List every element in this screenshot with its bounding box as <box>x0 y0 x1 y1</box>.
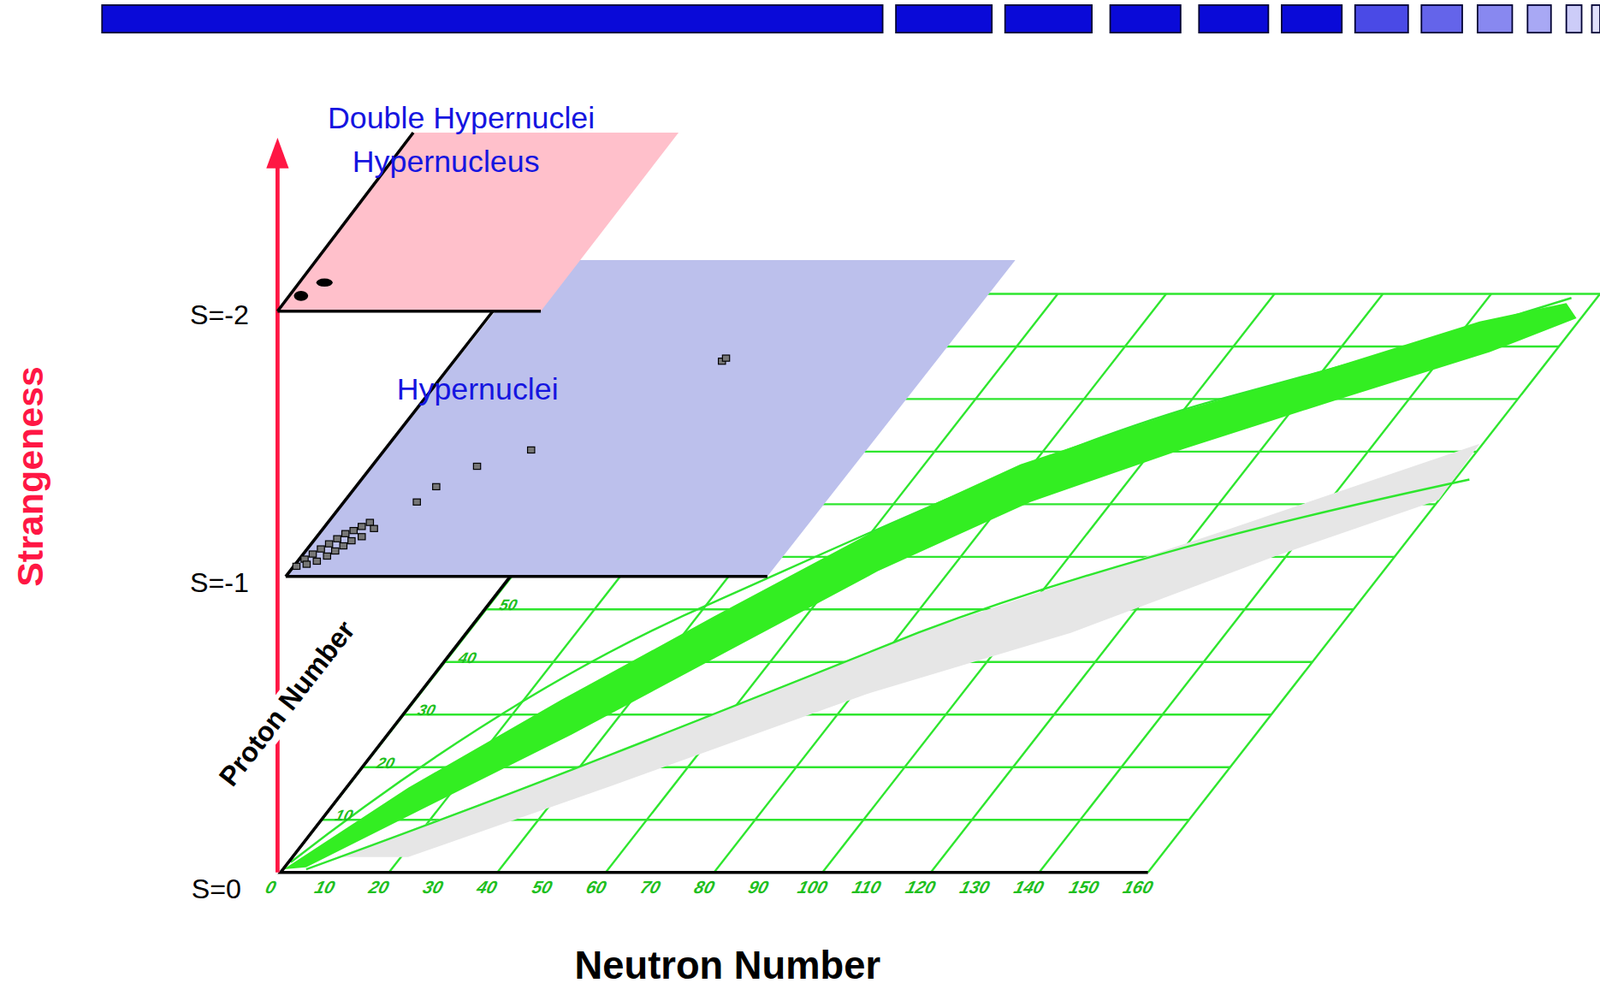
strangeness-plane: Double HypernucleiHypernucleus <box>260 96 689 316</box>
tick-number: 50 <box>497 597 520 615</box>
strangeness-level: S=-2 <box>189 301 249 332</box>
tick-number: 70 <box>637 879 663 899</box>
plane-edge <box>285 574 768 579</box>
tick-number: 160 <box>1120 879 1155 899</box>
plane-title: Double Hypernuclei <box>327 100 595 134</box>
nucleus-dot <box>370 525 378 532</box>
nucleus-dot <box>308 551 316 558</box>
tick-number: 40 <box>474 879 500 899</box>
plane-edge <box>277 309 541 314</box>
axis-line <box>280 576 1149 873</box>
nucleus-dot <box>473 462 480 469</box>
tick-number: 50 <box>528 879 554 899</box>
nucleus-dot <box>313 557 320 564</box>
nucleus-dot <box>348 538 356 545</box>
strangeness-level: S=0 <box>191 874 242 905</box>
chart-grid <box>280 293 1600 872</box>
nucleus-dot <box>358 523 366 530</box>
tick-number: 110 <box>849 879 883 899</box>
tick-number: 10 <box>333 807 356 825</box>
nucleus-dot <box>323 552 331 559</box>
nucleus-dot <box>432 483 440 490</box>
nucleus-dot <box>317 545 325 552</box>
tick-number: 90 <box>746 879 771 899</box>
tick-number: 30 <box>420 879 446 899</box>
tick-number: 100 <box>794 879 830 899</box>
header-bar <box>101 5 1600 33</box>
plane-edge <box>285 311 493 577</box>
axis-title: Neutron Number <box>574 944 882 988</box>
nucleus-dot <box>722 355 729 362</box>
tick-number: 150 <box>1066 879 1101 899</box>
tick-number: 120 <box>903 879 938 899</box>
grid-line <box>485 608 1354 611</box>
tick-number: 40 <box>456 649 479 667</box>
tick-number: 60 <box>583 879 609 899</box>
nucleus-dot <box>325 540 332 547</box>
arrow-head <box>266 137 289 169</box>
plane-title: Hypernuclei <box>397 372 559 406</box>
nuclide-band <box>284 302 1577 870</box>
nucleus-dot <box>366 519 374 526</box>
tick-number: 20 <box>374 754 397 772</box>
nucleus-dot <box>333 535 341 542</box>
grid-line <box>403 713 1272 716</box>
axis-title: Proton Number <box>211 612 364 796</box>
nucleus-dot <box>342 530 350 537</box>
nucleus-dot <box>358 533 366 540</box>
tick-number: 130 <box>957 879 992 899</box>
nucleus-dot <box>527 446 535 453</box>
strangeness-axis <box>275 163 280 873</box>
nucleus-dot <box>302 561 310 568</box>
plane-title: Hypernucleus <box>352 144 540 178</box>
nucleus-dot <box>293 290 309 302</box>
tick-number: 0 <box>262 879 278 899</box>
nucleus-dot <box>331 547 339 554</box>
nucleus-dot <box>316 278 333 288</box>
tick-number: 20 <box>366 879 392 899</box>
plane-fill <box>285 260 1016 577</box>
tick-number: 140 <box>1012 879 1047 899</box>
nucleus-dot <box>292 562 300 569</box>
strangeness-level: S=-1 <box>189 568 249 599</box>
nucleus-dot <box>339 542 347 549</box>
tick-number: 80 <box>691 879 717 899</box>
tick-number: 10 <box>312 879 338 899</box>
nucleus-dot <box>349 527 357 534</box>
nucleus-dot <box>413 498 421 505</box>
axis-title: Strangeness <box>10 366 51 587</box>
tick-number: 30 <box>415 702 438 720</box>
